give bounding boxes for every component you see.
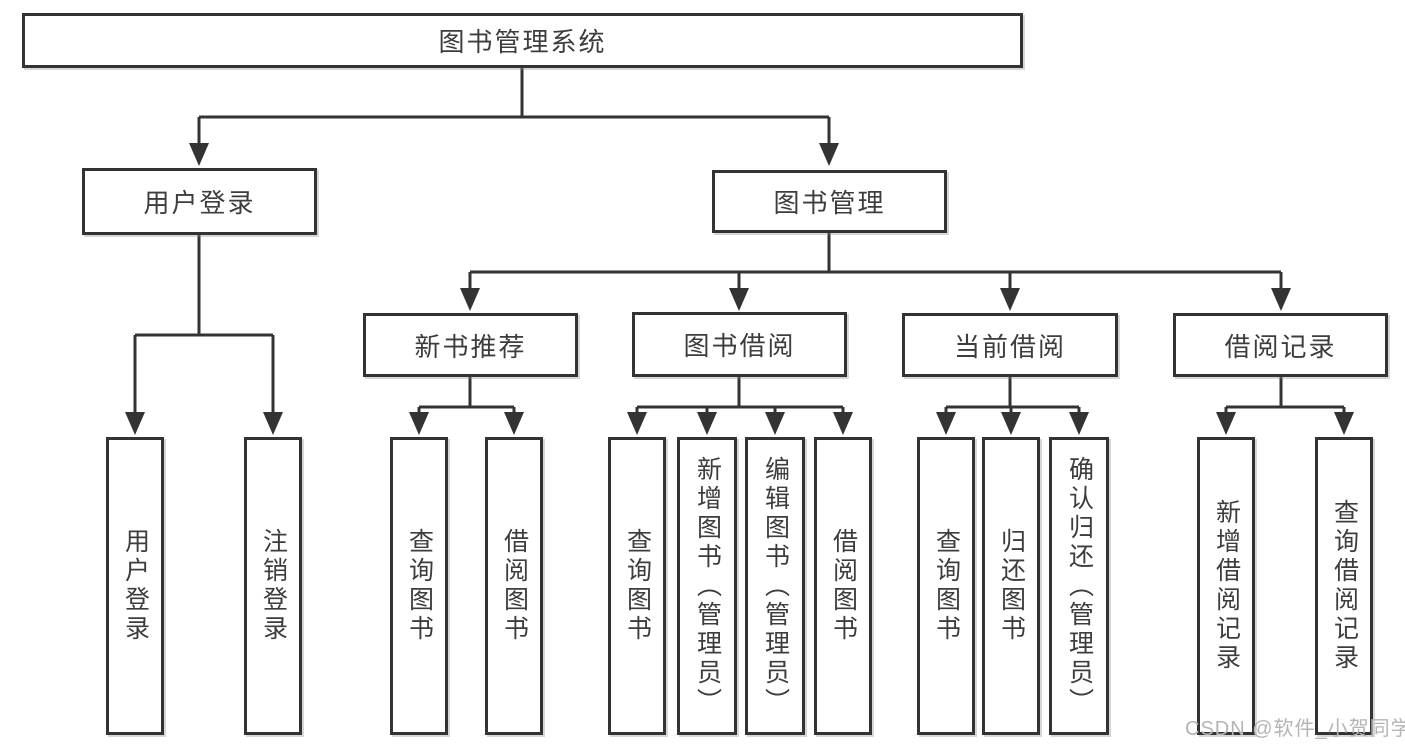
leaf-current-return-books: 归还图书	[982, 437, 1040, 735]
node-book-management-branch: 图书管理	[712, 170, 947, 233]
leaf-logout: 注销登录	[244, 437, 302, 735]
leaf-newbook-query-books: 查询图书	[390, 437, 448, 735]
leaf-current-query-books: 查询图书	[917, 437, 975, 735]
leaf-user-login: 用户登录	[106, 437, 164, 735]
node-root: 图书管理系统	[22, 13, 1023, 68]
node-current-borrowing: 当前借阅	[902, 313, 1118, 377]
csdn-watermark: CSDN @软件_小贺同学	[1185, 718, 1405, 740]
leaf-borrowing-add-books-admin: 新增图书（管理员）	[677, 437, 737, 735]
arrowheads	[125, 143, 1354, 435]
leaf-borrowing-edit-books-admin: 编辑图书（管理员）	[745, 437, 805, 735]
node-borrowing-records: 借阅记录	[1173, 313, 1388, 377]
leaf-records-query-record: 查询借阅记录	[1315, 437, 1373, 735]
node-new-book-recommend: 新书推荐	[363, 313, 578, 377]
node-user-login-branch: 用户登录	[82, 168, 317, 235]
leaf-newbook-borrow-books: 借阅图书	[485, 437, 543, 735]
node-book-borrowing: 图书借阅	[632, 312, 847, 377]
leaf-current-confirm-return-admin: 确认归还（管理员）	[1049, 437, 1109, 735]
leaf-borrowing-borrow-books: 借阅图书	[814, 437, 872, 735]
leaf-borrowing-query-books: 查询图书	[608, 437, 666, 735]
leaf-records-add-record: 新增借阅记录	[1197, 437, 1255, 735]
